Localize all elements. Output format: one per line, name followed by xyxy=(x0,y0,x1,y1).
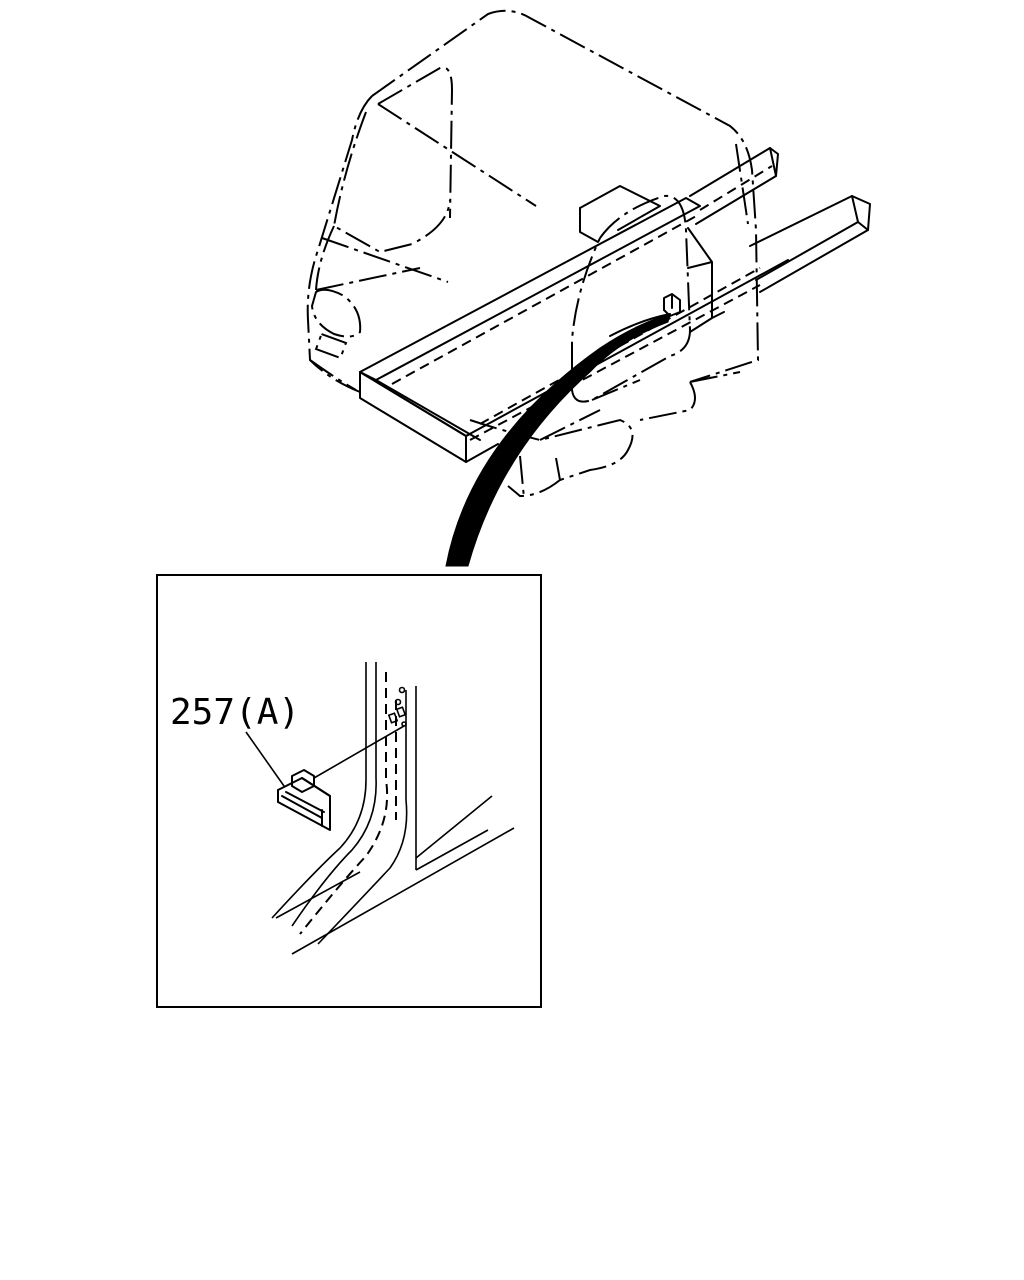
part-257a-icon xyxy=(277,769,331,831)
truck-cab-illustration xyxy=(306,9,871,499)
detail-inset: 257(A) xyxy=(156,574,542,1008)
part-label-257a: 257(A) xyxy=(170,692,300,733)
detail-frame xyxy=(156,574,542,1008)
detail-pointer xyxy=(445,313,671,567)
